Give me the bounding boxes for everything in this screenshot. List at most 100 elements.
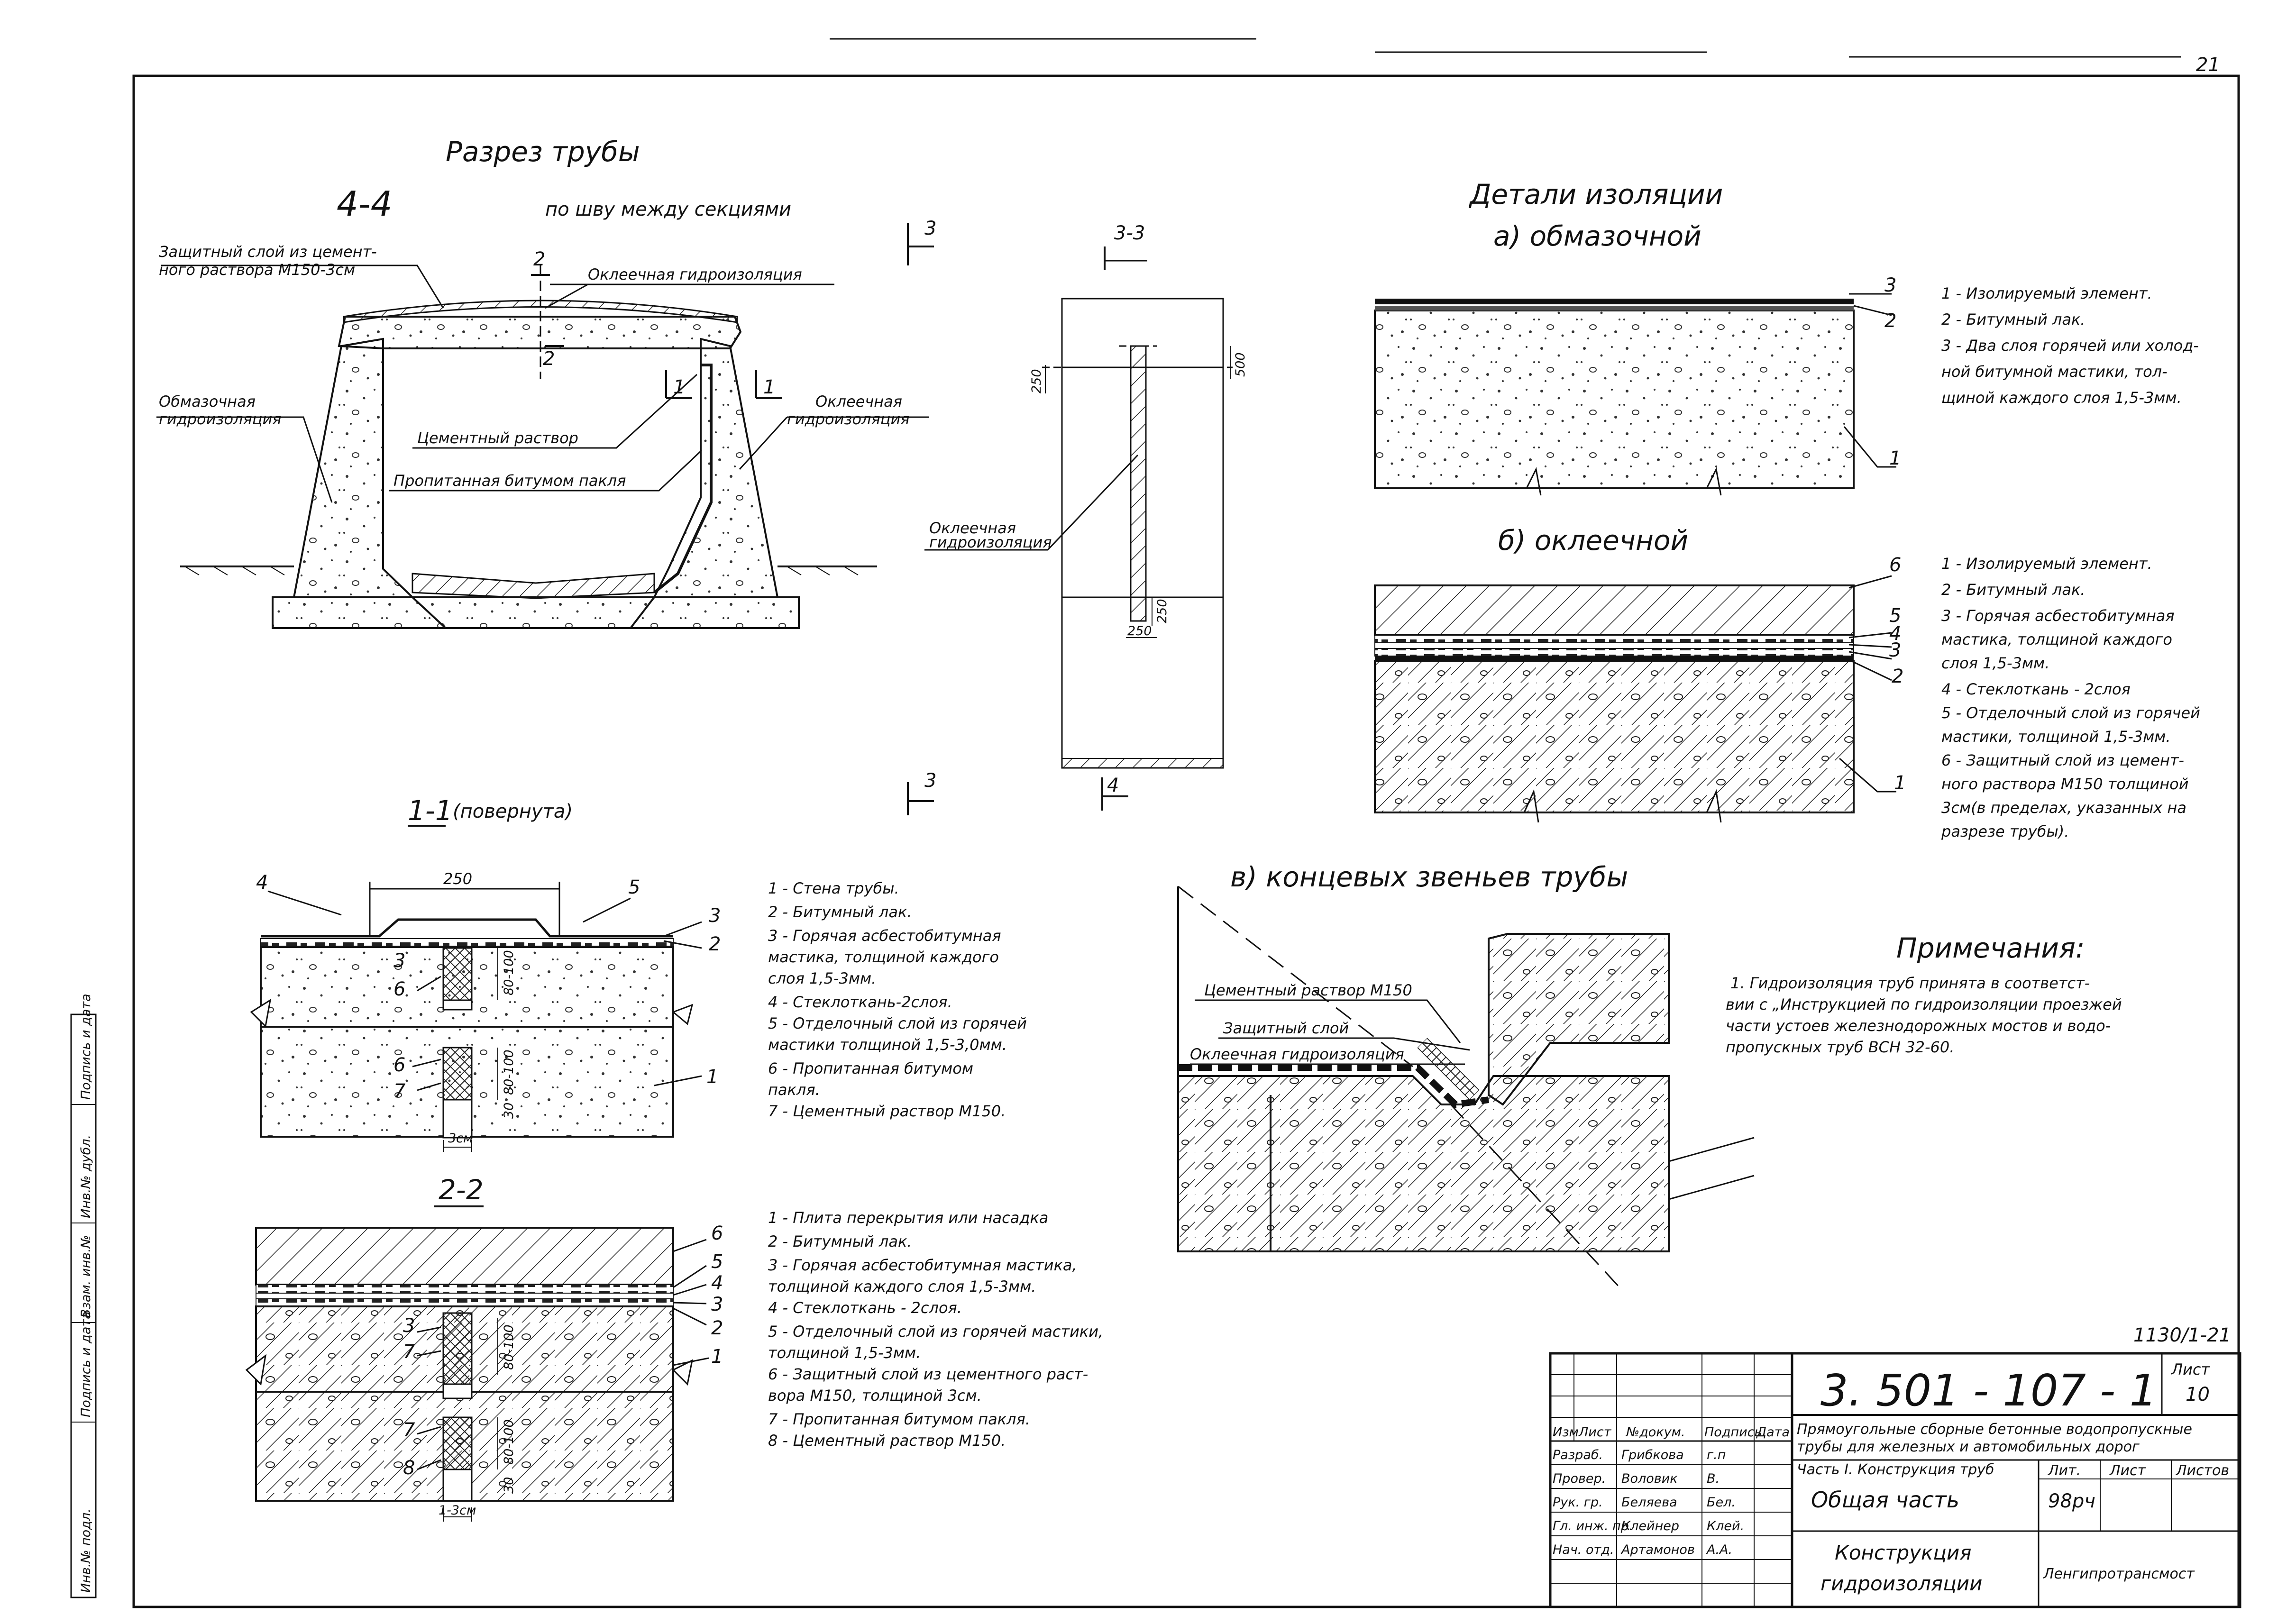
- s22-marker-1: 1: [711, 1346, 723, 1368]
- s11-legend-1: 1 - Стена трубы.: [768, 879, 899, 897]
- section-name: Общая часть: [1811, 1487, 1959, 1513]
- dim-30-22: 30: [502, 1477, 516, 1493]
- detail-b-legend-10: ного раствора М150 толщиной: [1941, 775, 2189, 793]
- s11-legend-8: мастики толщиной 1,5-3,0мм.: [768, 1036, 1007, 1054]
- detail-b-marker-1: 1: [1894, 772, 1906, 794]
- notes-line-4: пропускных труб ВСН 32-60.: [1726, 1038, 1954, 1056]
- label-protective-layer-1: Защитный слой из цемент-: [159, 243, 377, 261]
- stamp-field-sign1: Подпись и дата: [79, 1311, 93, 1417]
- signer-role-2: Провер.: [1553, 1471, 1606, 1486]
- s11-marker-3b: 3: [393, 950, 405, 972]
- col-header-doc: №докум.: [1625, 1425, 1685, 1440]
- s22-legend-7: толщиной 1,5-3мм.: [768, 1344, 921, 1362]
- section-title: Разрез трубы: [446, 136, 640, 168]
- s11-legend-5: слоя 1,5-3мм.: [768, 969, 876, 987]
- detail-a-title: а) обмазочной: [1493, 220, 1701, 252]
- signer-role-4: Гл. инж. пр.: [1553, 1519, 1633, 1533]
- s22-legend-10: 7 - Пропитанная битумом пакля.: [768, 1410, 1030, 1428]
- sheet-label: Лист: [2171, 1360, 2210, 1378]
- stamp-field-dup: Инв.№ дубл.: [79, 1135, 93, 1218]
- section-33-drawing: 3 3 3-3 250 500 250 250 4 Оклеечная гидр…: [907, 218, 1248, 815]
- dim-3cm-11: 3см: [448, 1131, 473, 1146]
- lists-label: Листов: [2176, 1462, 2229, 1479]
- s22-legend-11: 8 - Цементный раствор М150.: [768, 1432, 1006, 1450]
- stamp-field-replace: Взам. инв.№: [79, 1235, 93, 1318]
- signer-name-2: Воловик: [1621, 1471, 1678, 1486]
- s22-legend-1: 1 - Плита перекрытия или насадка: [768, 1209, 1048, 1227]
- s22-legend-8: 6 - Защитный слой из цементного раст-: [768, 1365, 1088, 1383]
- s11-legend-3: 3 - Горячая асбестобитумная: [768, 927, 1001, 945]
- s22-marker-3: 3: [711, 1294, 723, 1315]
- s22-legend-4: толщиной каждого слоя 1,5-3мм.: [768, 1277, 1036, 1296]
- section-11-note: (повернута): [453, 801, 573, 822]
- project-title-1: Прямоугольные сборные бетонные водопропу…: [1797, 1421, 2192, 1438]
- section-number: 4-4: [337, 184, 393, 224]
- dim-250-c: 250: [1127, 624, 1152, 639]
- col-header-date: Дата: [1756, 1425, 1790, 1440]
- detail-c-label-3: Оклеечная гидроизоляция: [1190, 1045, 1404, 1063]
- detail-b-legend-8: мастики, толщиной 1,5-3мм.: [1941, 728, 2171, 746]
- side-stamp: Инв.№ подл. Подпись и дата Взам. инв.№ И…: [70, 994, 97, 1598]
- cut-mark-2-top: 2: [533, 248, 545, 270]
- section-44-drawing: 2 2 1 1 Защитный слой из цемент- ного ра…: [156, 243, 929, 629]
- col-header-list: Лист: [1578, 1425, 1612, 1440]
- cut-mark-2-bottom: 2: [543, 348, 555, 370]
- drawing-name-2: гидроизоляции: [1820, 1572, 1982, 1595]
- section-22-drawing: 2-2 80-100 80-100 30 1-3см 6 5 4 3 2 1 3: [245, 1174, 1103, 1522]
- s22-legend-3: 3 - Горячая асбестобитумная мастика,: [768, 1256, 1077, 1274]
- s11-marker-4: 4: [256, 872, 268, 894]
- s22-legend-9: вора М150, толщиной 3см.: [768, 1387, 982, 1405]
- signer-name-3: Беляева: [1621, 1495, 1677, 1510]
- s11-legend-9: 6 - Пропитанная битумом: [768, 1059, 973, 1077]
- s11-marker-5: 5: [628, 876, 640, 898]
- title-block: 1130/1-21 3. 501 - 107 - 1 Лист 10 Прямо…: [1549, 1324, 2241, 1608]
- section-44-header: Разрез трубы 4-4 по шву между секциями: [337, 136, 791, 224]
- label-cement-mortar: Цементный раствор: [417, 429, 578, 447]
- s22-legend-2: 2 - Битумный лак.: [768, 1232, 912, 1250]
- organization: Ленгипротрансмост: [2043, 1566, 2195, 1582]
- s22-legend-6: 5 - Отделочный слой из горячей мастики,: [768, 1323, 1103, 1341]
- detail-a-marker-3: 3: [1884, 274, 1896, 296]
- details-header: Детали изоляции а) обмазочной: [1468, 178, 1723, 252]
- s11-legend-11: 7 - Цементный раствор М150.: [768, 1102, 1006, 1120]
- detail-b-legend-6: 4 - Стеклоткань - 2слоя: [1941, 680, 2131, 698]
- s22-marker-7a: 7: [403, 1341, 415, 1363]
- sheet-frame: 21: [132, 38, 2240, 1608]
- section-33-glued-label-1: Оклеечная: [929, 519, 1016, 537]
- label-coated-2: гидроизоляция: [159, 410, 282, 428]
- details-title: Детали изоляции: [1468, 178, 1723, 210]
- stamp-field-sign2: Подпись и дата: [79, 994, 93, 1100]
- label-tow: Пропитанная битумом пакля: [393, 472, 626, 490]
- s11-marker-6a: 6: [393, 978, 405, 1000]
- dim-3cm-22: 1-3см: [439, 1503, 476, 1518]
- dim-250-a: 250: [1029, 369, 1044, 393]
- signer-sign-1: г.п: [1707, 1448, 1726, 1462]
- section-subtitle: по шву между секциями: [545, 199, 791, 220]
- notes-title: Примечания:: [1896, 932, 2085, 964]
- section-33-title: 3-3: [1114, 222, 1145, 244]
- notes-line-3: части устоев железнодорожных мостов и во…: [1726, 1017, 2111, 1035]
- detail-b-legend-5: слоя 1,5-3мм.: [1941, 654, 2049, 672]
- s11-marker-6b: 6: [393, 1054, 405, 1076]
- s11-legend-4: мастика, толщиной каждого: [768, 948, 999, 966]
- dim-80-100-22a: 80-100: [502, 1324, 516, 1370]
- detail-b-legend-1: 1 - Изолируемый элемент.: [1941, 555, 2152, 573]
- notes-line-2: вии с „Инструкцией по гидроизоляции прое…: [1726, 995, 2122, 1013]
- detail-a-legend-2: 2 - Битумный лак.: [1941, 310, 2085, 328]
- label-protective-layer-2: ного раствора М150-3см: [159, 261, 355, 279]
- lit-value: 98рч: [2048, 1490, 2095, 1512]
- dim-250-11: 250: [443, 870, 472, 888]
- s22-marker-2: 2: [711, 1317, 723, 1339]
- section-33-mark-bottom: 3: [924, 770, 936, 792]
- section-33-mark-top: 3: [924, 218, 936, 239]
- detail-b-marker-2: 2: [1892, 666, 1903, 687]
- signer-role-5: Нач. отд.: [1553, 1542, 1614, 1557]
- detail-c-drawing: в) концевых звеньев трубы Цементный раст…: [1177, 861, 1755, 1290]
- label-glued-side-1: Оклеечная: [815, 392, 902, 411]
- lit-label: Лит.: [2048, 1462, 2081, 1479]
- detail-a-legend-5: щиной каждого слоя 1,5-3мм.: [1941, 389, 2182, 407]
- detail-b-marker-5: 5: [1889, 605, 1901, 627]
- signer-name-1: Грибкова: [1621, 1448, 1684, 1462]
- signer-role-3: Рук. гр.: [1553, 1495, 1603, 1510]
